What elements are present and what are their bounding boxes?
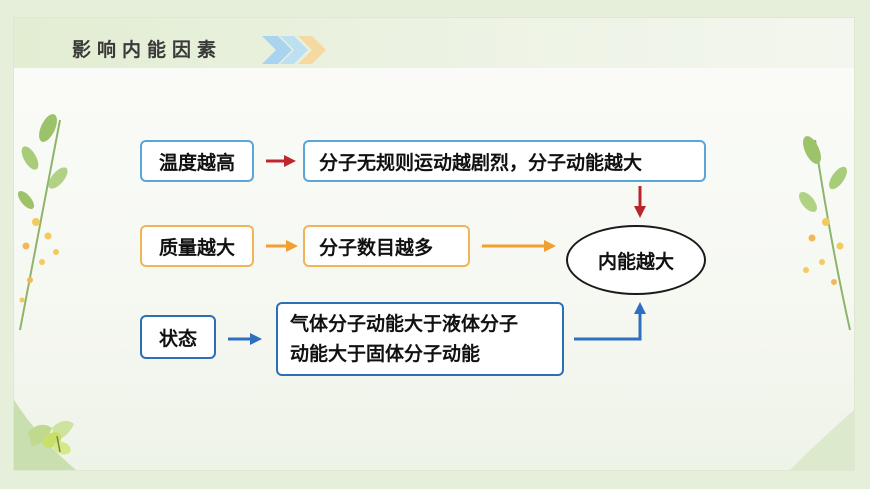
page-title: 影响内能因素 [72,39,223,61]
result-ellipse: 内能越大 [566,225,706,295]
effect-temperature-box: 分子无规则运动越剧烈，分子动能越大 [303,140,706,182]
arrow-state-icon [228,333,262,345]
arrow-mass-to-result-icon [482,240,556,252]
arrow-temperature-icon [266,155,296,167]
chevron-decoration-icon [262,36,326,64]
effect-state-line2: 动能大于固体分子动能 [290,343,481,365]
cause-state-box: 状态 [140,315,216,359]
arrow-effect-to-result-icon [634,186,646,218]
cause-temperature-box: 温度越高 [140,140,254,182]
arrow-mass-icon [266,240,298,252]
effect-state-line1: 气体分子动能大于液体分子 [290,313,519,335]
effect-mass-box: 分子数目越多 [303,225,470,267]
title-bar [14,18,854,68]
effect-state-box: 气体分子动能大于液体分子 动能大于固体分子动能 [276,302,564,376]
cause-mass-box: 质量越大 [140,225,254,267]
arrow-state-to-result-icon [574,302,646,341]
